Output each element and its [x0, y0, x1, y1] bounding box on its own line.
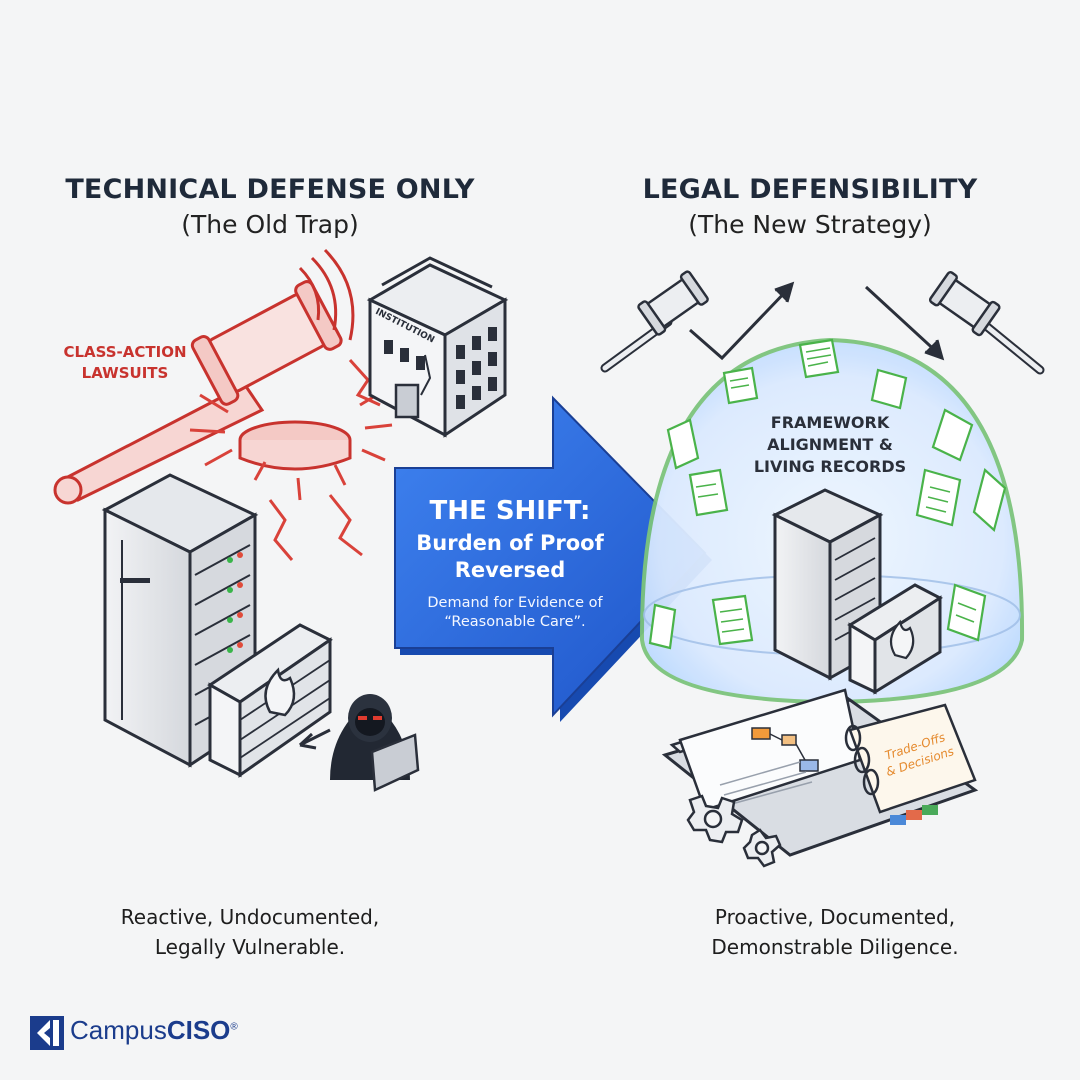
lawsuits-label: CLASS-ACTION LAWSUITS: [40, 342, 210, 384]
trend-up-arrow-icon: [689, 281, 795, 361]
right-caption-line2: Demonstrable Diligence.: [711, 935, 959, 959]
logo-registered-mark: ®: [230, 1021, 238, 1033]
shield-label-line2: ALIGNMENT &: [767, 435, 893, 454]
left-subtitle: (The Old Trap): [181, 210, 359, 239]
gear-icon: [686, 794, 782, 868]
logo-text-campus: Campus: [70, 1015, 167, 1045]
gavel-icon: [53, 248, 355, 505]
shift-note-line2: “Reasonable Care”.: [444, 614, 586, 630]
left-caption: Reactive, Undocumented, Legally Vulnerab…: [40, 902, 460, 962]
left-title: TECHNICAL DEFENSE ONLY: [65, 174, 475, 205]
right-title: LEGAL DEFENSIBILITY: [642, 174, 978, 205]
campusciso-logo: CampusCISO®: [70, 1015, 238, 1046]
trend-down-arrow-icon: [864, 285, 945, 361]
lawsuits-label-line2: LAWSUITS: [81, 364, 169, 382]
gavel-left-icon: [600, 270, 709, 373]
shield-label: FRAMEWORK ALIGNMENT & LIVING RECORDS: [735, 412, 925, 478]
firewall-icon: [207, 623, 333, 778]
binder-book-icon: [661, 688, 979, 857]
shield-label-line3: LIVING RECORDS: [753, 457, 907, 476]
institution-building-icon: [366, 256, 509, 438]
shift-arrow-shape: [394, 395, 712, 722]
left-caption-line1: Reactive, Undocumented,: [120, 905, 380, 929]
hacker-icon: [298, 694, 420, 792]
server-rack-icon: [101, 473, 259, 768]
shift-note-line1: Demand for Evidence of: [427, 595, 603, 611]
shift-subtitle-line2: Reversed: [454, 558, 566, 582]
gavel-right-icon: [928, 271, 1045, 375]
shift-note: Demand for Evidence of “Reasonable Care”…: [415, 594, 615, 632]
right-caption-line1: Proactive, Documented,: [714, 905, 956, 929]
right-caption: Proactive, Documented, Demonstrable Dili…: [615, 902, 1055, 962]
campusciso-logo-mark: [30, 1016, 64, 1050]
shield-label-line1: FRAMEWORK: [770, 413, 890, 432]
left-caption-line2: Legally Vulnerable.: [154, 935, 346, 959]
right-subtitle: (The New Strategy): [688, 210, 932, 239]
logo-text-ciso: CISO: [166, 1015, 231, 1045]
shift-title: THE SHIFT:: [429, 496, 591, 526]
lawsuits-label-line1: CLASS-ACTION: [63, 343, 187, 361]
shift-subtitle: Burden of Proof Reversed: [410, 530, 610, 584]
protected-firewall-icon: [847, 583, 943, 695]
shift-subtitle-line1: Burden of Proof: [416, 531, 604, 555]
